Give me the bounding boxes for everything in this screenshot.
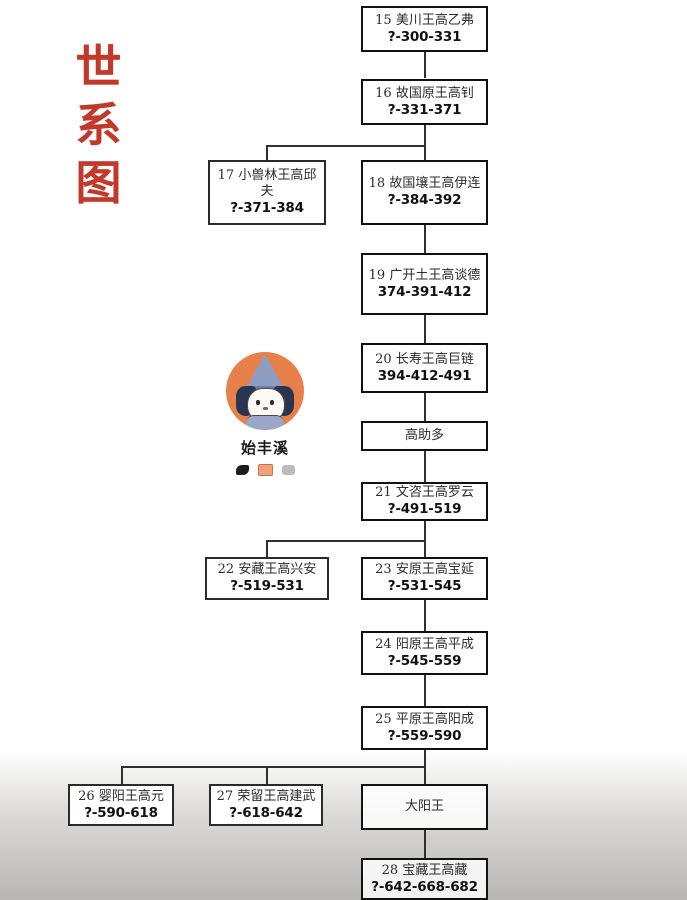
node-17-name: 17 小兽林王高邱夫: [217, 168, 317, 199]
node-23-dates: ?-531-545: [387, 578, 462, 594]
node-24-dates: ?-545-559: [387, 652, 462, 669]
connector-to-17: [266, 145, 268, 160]
node-28-name: 28 宝藏王高藏: [381, 862, 468, 878]
page-title-char-1: 世: [75, 40, 123, 94]
page-title: 世 系 图: [57, 38, 141, 212]
node-19-name: 19 广开土王高谈德: [368, 267, 481, 283]
connector-to-23: [424, 540, 426, 557]
node-dayangwang[interactable]: 大阳王: [361, 784, 488, 830]
connector-to-27: [266, 766, 268, 784]
connector-gzd-21: [424, 451, 426, 482]
badge-dark-icon: [235, 465, 249, 475]
node-23-name: 23 安原王高宝延: [375, 562, 474, 577]
connector-23-24: [424, 600, 426, 631]
node-24[interactable]: 24 阳原王高平成 ?-545-559: [361, 631, 488, 675]
node-19-dates: 374-391-412: [377, 283, 472, 300]
node-gaozhuduo-name: 高助多: [404, 428, 444, 443]
node-17[interactable]: 17 小兽林王高邱夫 ?-371-384: [208, 160, 326, 225]
node-25-dates: ?-559-590: [387, 727, 462, 744]
page-title-char-3: 图: [75, 156, 123, 210]
node-18-dates: ?-384-392: [387, 192, 462, 208]
avatar: [226, 352, 304, 430]
connector-15-16: [424, 52, 426, 78]
node-21-dates: ?-491-519: [387, 501, 462, 517]
connector-16-down: [424, 125, 426, 147]
node-16[interactable]: 16 故国原王高钊 ?-331-371: [361, 79, 488, 125]
connector-to-26: [121, 766, 123, 784]
node-20-dates: 394-412-491: [377, 367, 472, 384]
nose-icon: [263, 407, 268, 410]
eye-right-icon: [270, 400, 274, 405]
node-18-name: 18 故国壤王高伊连: [368, 176, 481, 191]
wizard-hat-icon: [245, 354, 285, 390]
node-21[interactable]: 21 文咨王高罗云 ?-491-519: [361, 482, 488, 521]
node-16-dates: ?-331-371: [387, 101, 462, 118]
connector-21-down: [424, 521, 426, 542]
node-25-name: 25 平原王高阳成: [375, 711, 474, 727]
node-23[interactable]: 23 安原王高宝延 ?-531-545: [361, 557, 488, 600]
connector-24-25: [424, 675, 426, 706]
connector-19-20: [424, 315, 426, 343]
connector-18-19: [424, 225, 426, 253]
node-16-name: 16 故国原王高钊: [375, 85, 474, 101]
connector-to-22: [266, 540, 268, 557]
node-26-dates: ?-590-618: [84, 804, 158, 821]
connector-25-down: [424, 750, 426, 768]
node-15[interactable]: 15 美川王高乙弗 ?-300-331: [361, 6, 488, 52]
eye-left-icon: [256, 400, 260, 405]
body-icon: [246, 415, 284, 430]
connector-20-gzd: [424, 393, 426, 421]
node-27-dates: ?-618-642: [229, 804, 303, 821]
node-25[interactable]: 25 平原王高阳成 ?-559-590: [361, 706, 488, 750]
node-28-dates: ?-642-668-682: [371, 878, 478, 895]
connector-25-bus: [121, 766, 426, 768]
node-22-name: 22 安藏王高兴安: [217, 562, 317, 577]
page-title-char-2: 系: [75, 98, 123, 152]
node-gaozhuduo[interactable]: 高助多: [361, 421, 488, 451]
node-28[interactable]: 28 宝藏王高藏 ?-642-668-682: [361, 858, 488, 900]
watermark-block: 始丰溪: [205, 352, 325, 476]
node-27-name: 27 荣留王高建武: [216, 788, 316, 804]
connector-dyw-28: [424, 830, 426, 858]
node-20[interactable]: 20 长寿王高巨链 394-412-491: [361, 343, 488, 393]
node-15-name: 15 美川王高乙弗: [375, 12, 474, 28]
badge-gray-icon: [281, 465, 295, 475]
node-18[interactable]: 18 故国壤王高伊连 ?-384-392: [361, 160, 488, 225]
connector-to-18: [424, 145, 426, 160]
node-20-name: 20 长寿王高巨链: [375, 351, 474, 367]
node-22-dates: ?-519-531: [230, 578, 304, 594]
connector-21-bus: [266, 540, 426, 542]
node-26-name: 26 婴阳王高元: [78, 788, 164, 804]
watermark-username: 始丰溪: [240, 439, 289, 457]
node-22[interactable]: 22 安藏王高兴安 ?-519-531: [205, 557, 329, 600]
node-21-name: 21 文咨王高罗云: [375, 485, 474, 500]
connector-to-dyw: [424, 766, 426, 784]
node-19[interactable]: 19 广开土王高谈德 374-391-412: [361, 253, 488, 315]
watermark-badges: [235, 464, 295, 476]
badge-orange-icon: [257, 464, 273, 476]
connector-16-bus: [266, 145, 426, 147]
node-27[interactable]: 27 荣留王高建武 ?-618-642: [209, 784, 323, 826]
node-24-name: 24 阳原王高平成: [375, 636, 474, 652]
node-26[interactable]: 26 婴阳王高元 ?-590-618: [68, 784, 174, 826]
node-15-dates: ?-300-331: [387, 28, 462, 45]
node-dayangwang-name: 大阳王: [404, 799, 444, 814]
node-17-dates: ?-371-384: [230, 200, 304, 216]
